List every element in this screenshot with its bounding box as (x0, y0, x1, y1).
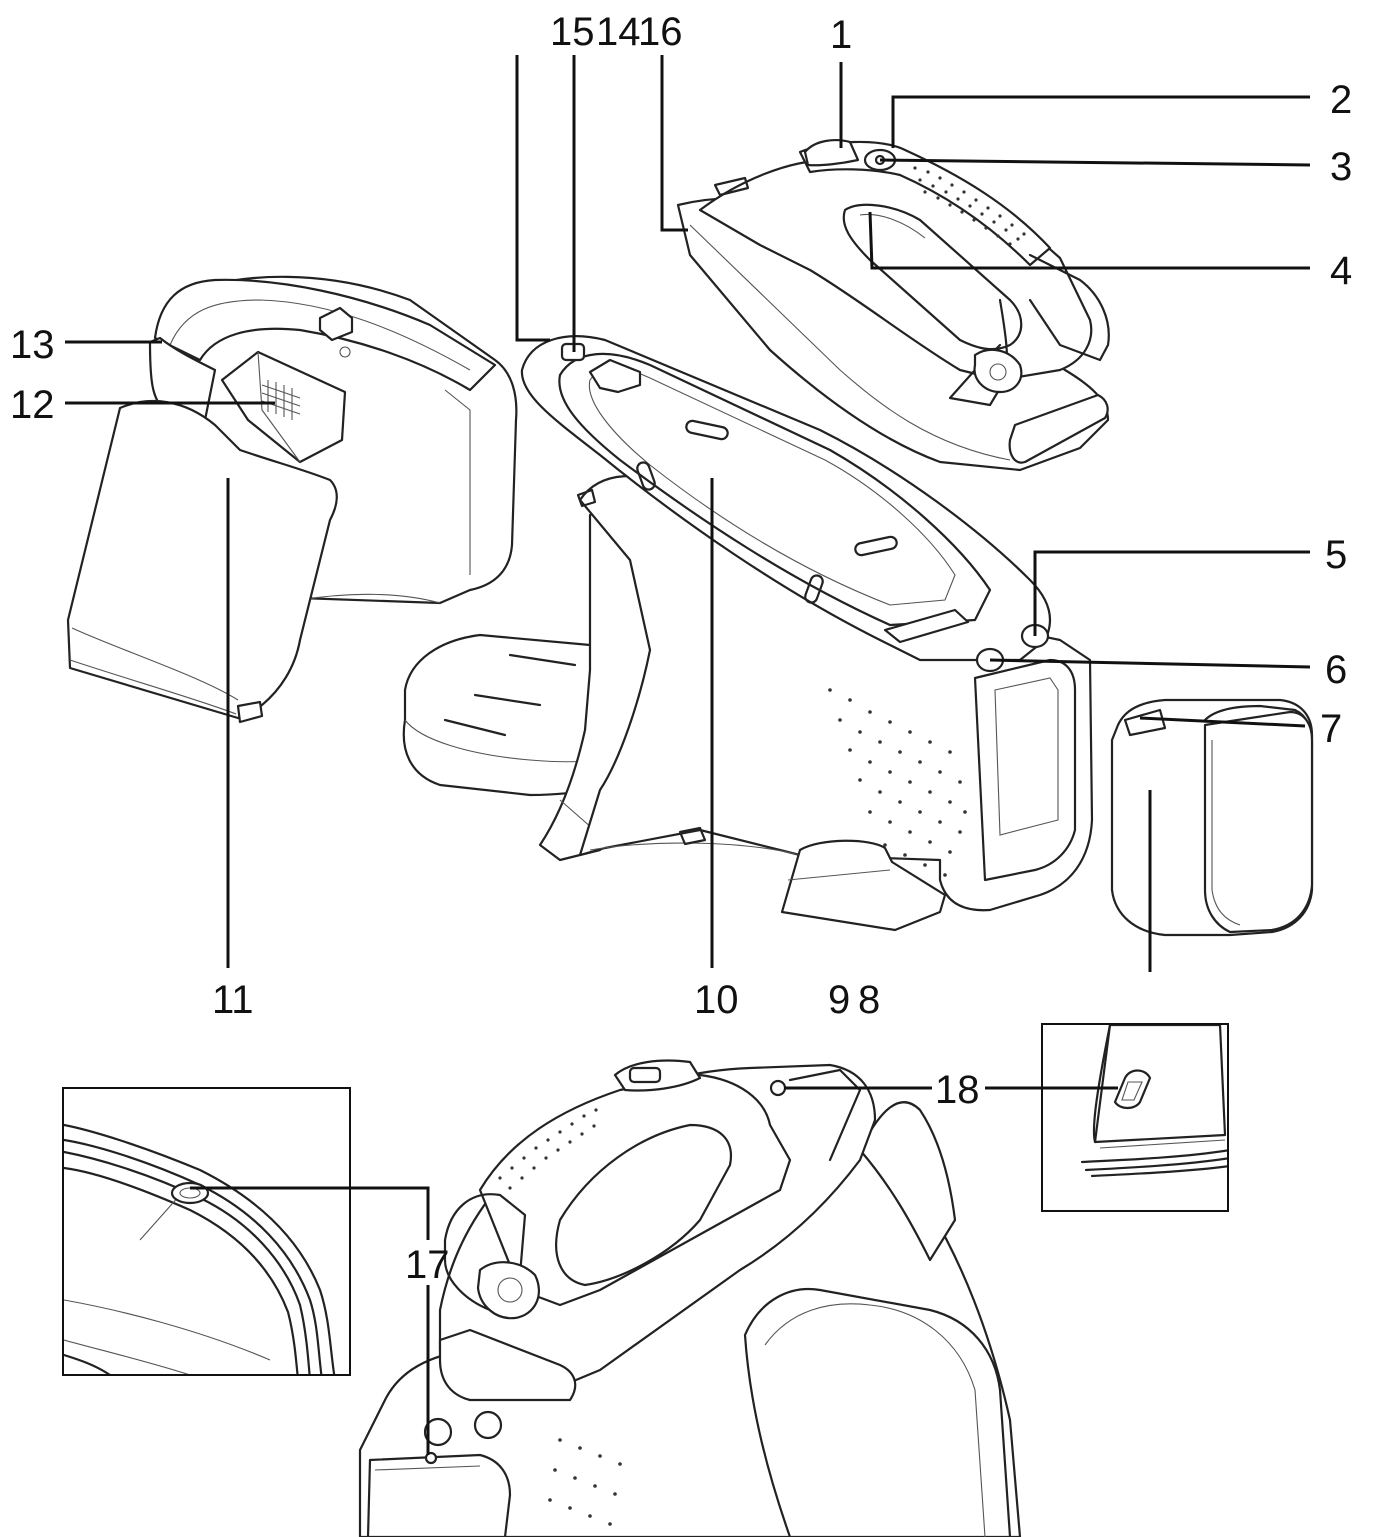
callout-10: 10 (694, 978, 739, 1022)
leader-16 (660, 55, 688, 232)
leader-top-left (515, 55, 550, 342)
callout-labels: 15 14 16 1 2 3 4 13 12 5 6 7 11 10 9 8 1… (10, 10, 1352, 1287)
cartridge-drawing (1110, 698, 1314, 937)
callout-15: 15 (550, 10, 595, 54)
leader-6 (989, 658, 1311, 669)
callout-16: 16 (638, 10, 683, 54)
callout-2: 2 (1330, 78, 1352, 122)
callout-12: 12 (10, 383, 55, 427)
leader-17-top (190, 1186, 430, 1240)
callout-6: 6 (1325, 648, 1347, 692)
callout-18: 18 (935, 1068, 980, 1112)
callout-14: 14 (596, 10, 641, 54)
callout-9: 9 (828, 978, 850, 1022)
callout-3: 3 (1330, 145, 1352, 189)
water-tank-drawing (66, 275, 518, 724)
leader-7 (1139, 716, 1306, 728)
callout-13: 13 (10, 323, 55, 367)
callout-4: 4 (1330, 249, 1352, 293)
callout-1: 1 (830, 13, 852, 57)
detail-inset-17 (62, 1087, 351, 1376)
callout-11: 11 (212, 978, 254, 1022)
callout-5: 5 (1325, 533, 1347, 577)
detail-inset-18 (1041, 1023, 1229, 1212)
leader-5 (1033, 550, 1310, 636)
iron-drawing (676, 139, 1110, 472)
leader-2 (891, 95, 1310, 148)
base-station-drawing (402, 335, 1094, 932)
leader-4 (868, 211, 1310, 270)
callout-7: 7 (1320, 707, 1342, 751)
callout-8: 8 (858, 978, 880, 1022)
assembled-view-drawing (358, 1059, 1022, 1537)
leader-lines (65, 55, 1311, 1455)
leader-3 (879, 158, 1311, 167)
callout-17: 17 (405, 1243, 450, 1287)
